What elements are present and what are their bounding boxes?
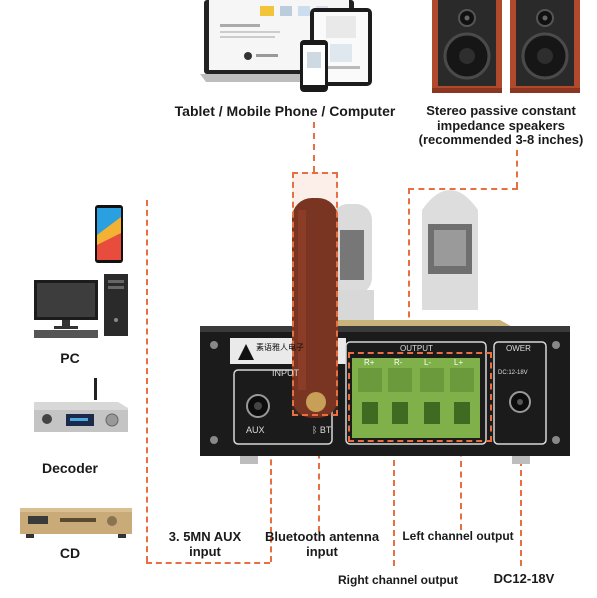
speakers-illustration [432,0,580,93]
bt-input-label: Bluetooth antenna input [258,529,386,559]
phone-illustration [95,205,123,263]
devices-label: Tablet / Mobile Phone / Computer [174,103,396,119]
leader-sources-bottom [146,562,270,564]
pc-label: PC [60,350,80,366]
leader-devices [313,122,315,172]
aux-input-label: 3. 5MN AUX input [160,529,250,559]
bt-jack-text: BT [319,425,332,435]
bt-input-line-2: input [306,543,338,559]
terminal-l-plus: L+ [454,358,464,367]
cd-player-illustration [20,508,132,538]
left-channel-label: Left channel output [402,529,514,543]
terminal-l-minus: L- [424,358,432,367]
leader-bt [318,442,320,532]
speakers-label-line-2: impedance speakers [437,117,565,133]
leader-speakers-down [408,188,410,338]
leader-dc [520,440,522,566]
speakers-label-line-3: (recommended 3-8 inches) [418,132,584,148]
output-title: OUTPUT [400,344,433,353]
input-title: INPUT [272,368,299,378]
decoder-illustration [34,378,128,432]
aux-input-line-1: 3. 5MN AUX [168,529,242,544]
right-channel-label: Right channel output [338,573,458,587]
power-rating: DC:12-18V [498,370,528,376]
bluetooth-icon: ᛒ [312,425,318,435]
leader-speakers-right [516,150,518,188]
antenna-highlight [292,172,338,416]
power-title: OWER [506,344,531,353]
leader-sources [146,200,148,562]
devices-illustration [200,0,372,92]
bt-jack-label: ᛒ BT [312,425,331,435]
terminal-r-plus: R+ [364,358,375,367]
bt-input-line-1: Bluetooth antenna [264,529,380,544]
speakers-label: Stereo passive constant impedance speake… [405,103,597,148]
leader-right-channel [393,440,395,566]
leader-aux [270,440,272,562]
dc-label: DC12-18V [493,571,555,586]
leader-left-channel [460,440,462,530]
pc-illustration [34,274,128,338]
decoder-label: Decoder [41,460,99,476]
leader-speakers-h [408,188,518,190]
brand-text: 素语雅人电子 [256,343,304,352]
cd-label: CD [59,545,81,561]
aux-input-line-2: input [189,543,221,559]
amplifier-illustration [200,190,570,464]
output-highlight [348,352,492,442]
terminal-r-minus: R- [394,358,403,367]
aux-jack-label: AUX [246,425,265,435]
speakers-label-line-1: Stereo passive constant [426,103,576,118]
